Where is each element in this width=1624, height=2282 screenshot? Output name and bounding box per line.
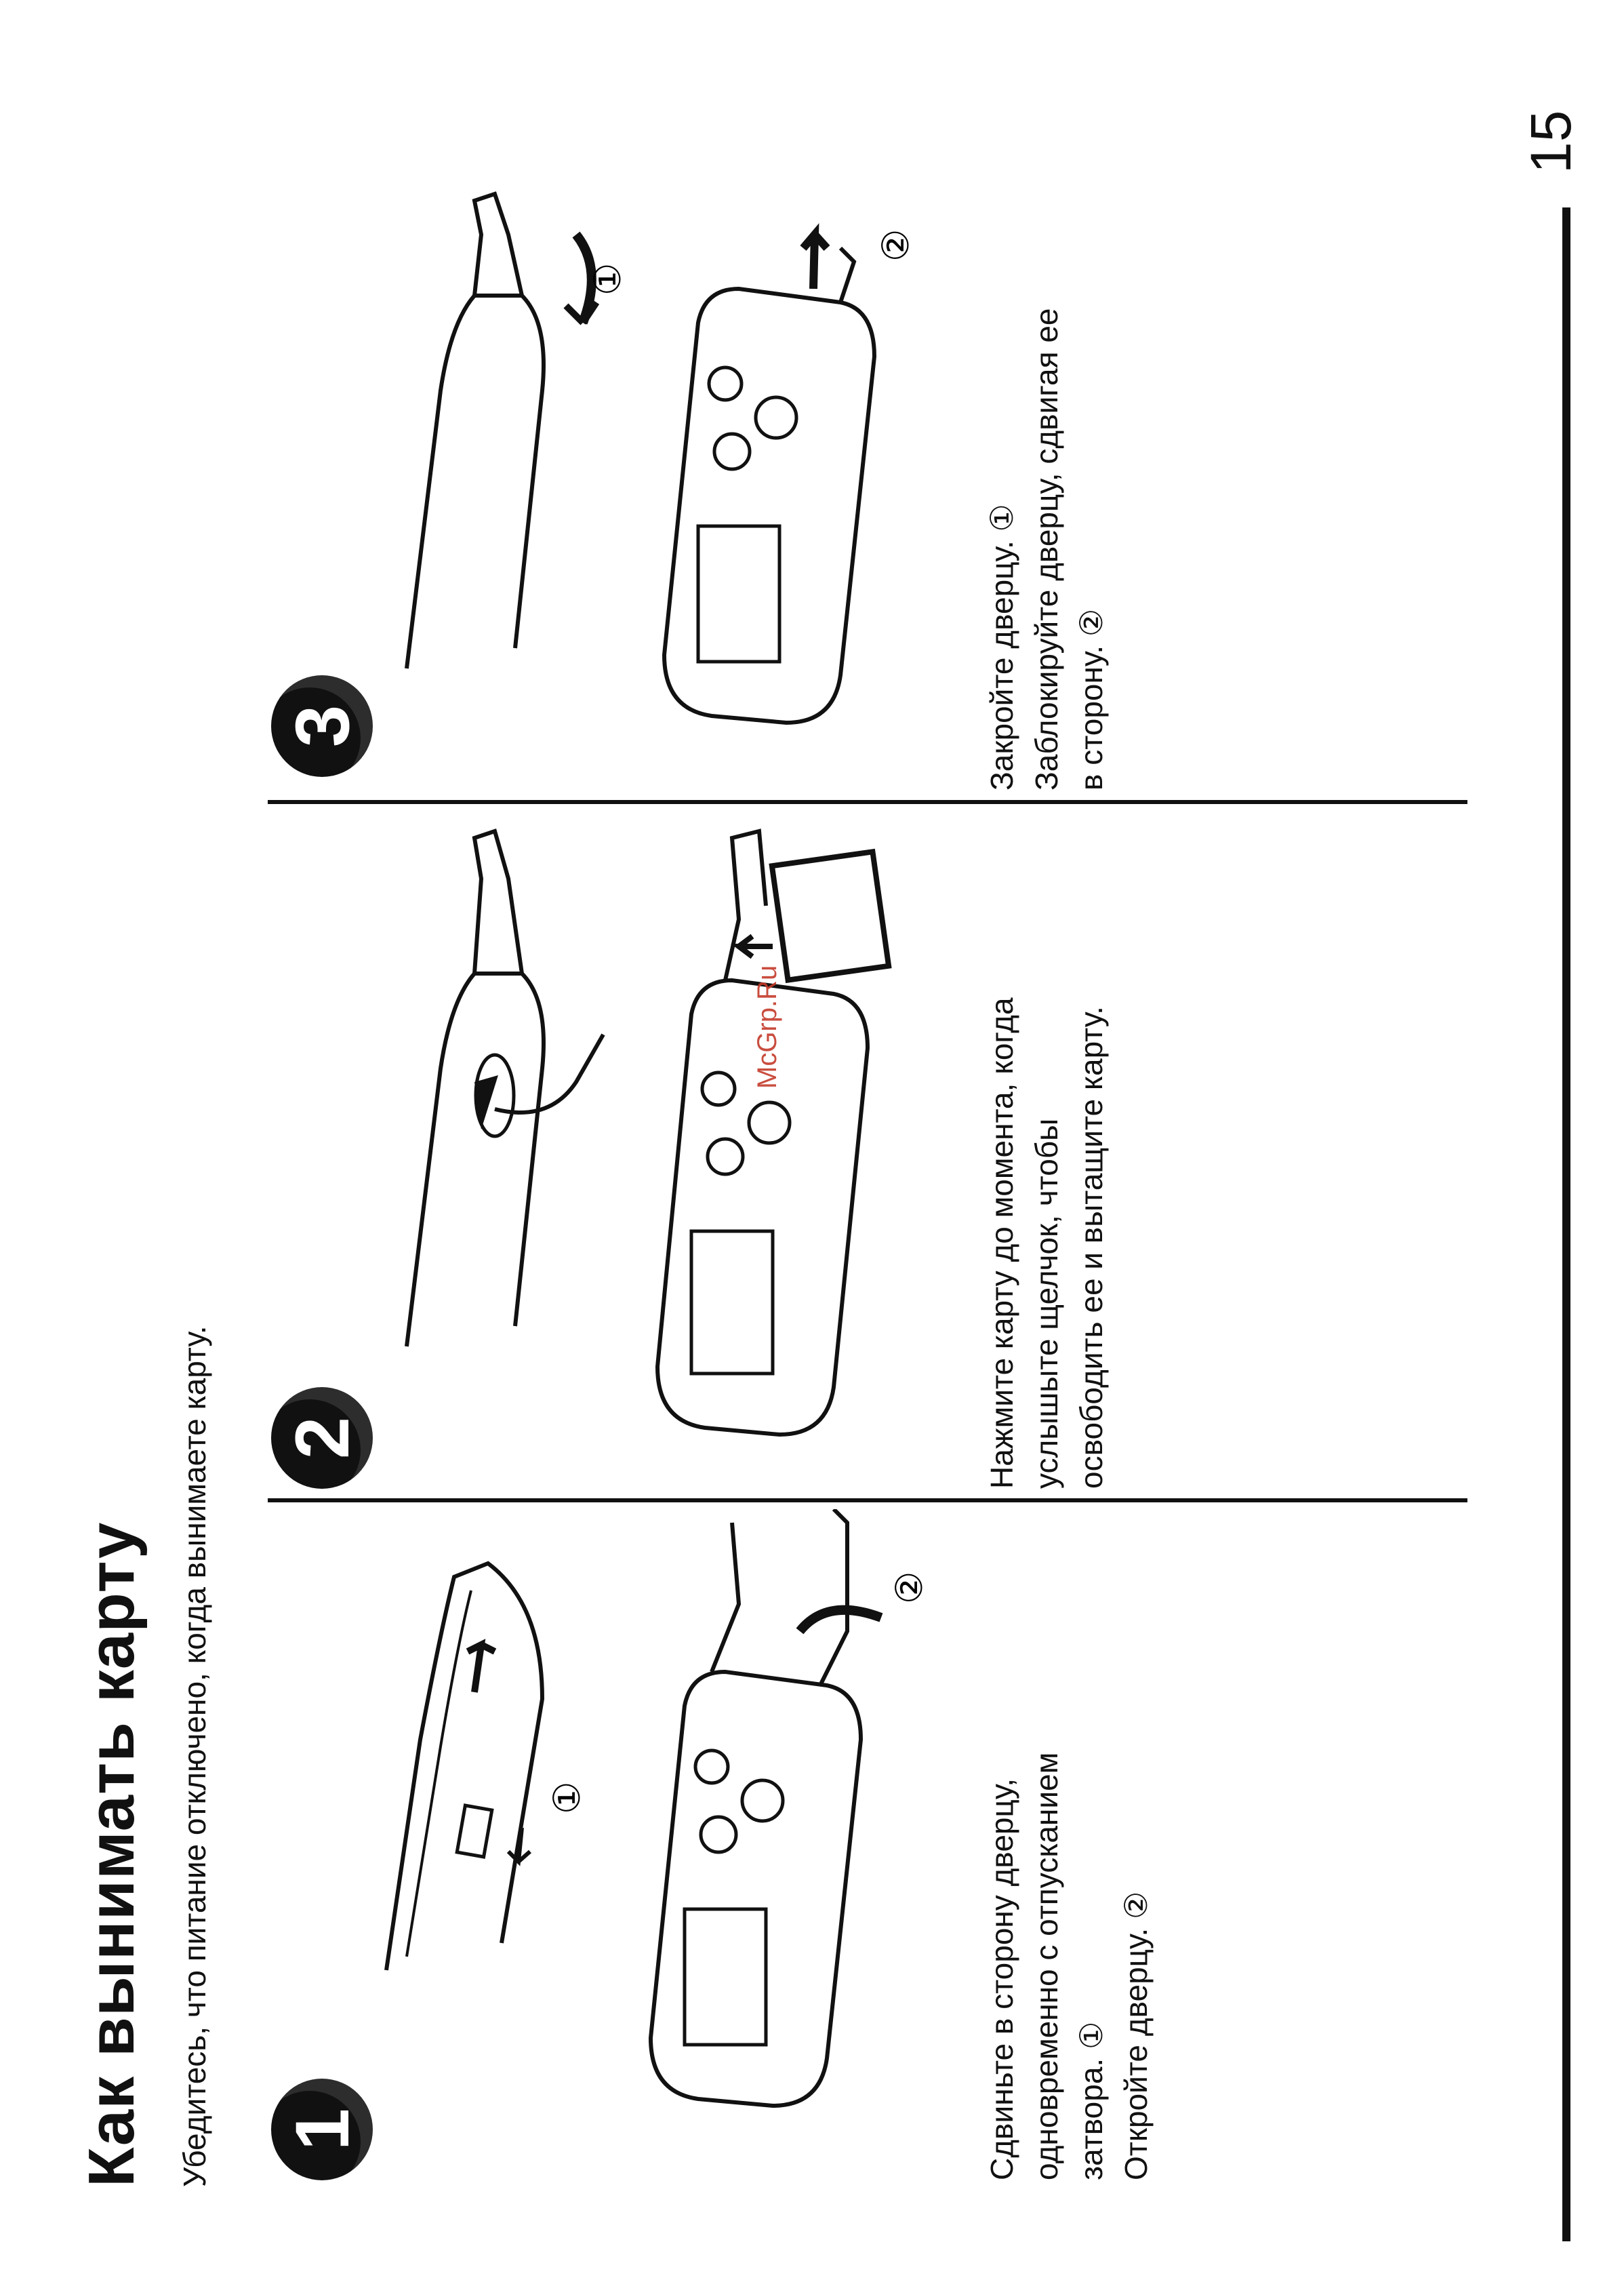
recorder-close-door-drawing: ① (405, 191, 624, 669)
step-3-badge: 3 (271, 675, 373, 777)
page-subtitle: Убедитесь, что питание отключено, когда … (177, 1325, 212, 2187)
recorder-slide-door-drawing: ① (384, 1561, 588, 1971)
step-3-marker-1: ① (586, 263, 624, 296)
step-1-marker-1: ① (546, 1782, 588, 1814)
step-3-illustration-lock: ② (637, 180, 922, 736)
step-3-caption-line-2: Заблокируйте дверцу, сдвигая ее (1029, 308, 1064, 791)
step-1-caption-line-1: Сдвиньте в сторону дверцу, (984, 1778, 1019, 2180)
step-divider-1-2 (268, 1498, 1467, 1502)
step-3-caption: Закройте дверцу. ① Заблокируйте дверцу, … (979, 308, 1114, 791)
page-title: Как вынимать карту (75, 1521, 148, 2187)
step-1-illustration-open: ② (624, 1509, 929, 2119)
step-3-marker-2: ② (874, 229, 917, 262)
recorder-open-door-drawing: ② (648, 1509, 929, 2108)
step-1-caption-line-3: затвора. ① (1074, 2021, 1109, 2180)
step-2-illustration-remove (624, 824, 922, 1448)
step-1-illustration-slide: ① (380, 1536, 596, 1984)
step-3-caption-line-3: в сторону. ② (1074, 608, 1109, 790)
recorder-lock-door-drawing: ② (662, 223, 917, 725)
step-1-badge: 1 (271, 2079, 373, 2180)
step-2-caption-line-3: освободить ее и вытащите карту. (1074, 1006, 1109, 1489)
page-footer-rule (1562, 207, 1570, 2241)
step-2-caption-line-2: услышыте щелчок, чтобы (1029, 1118, 1064, 1489)
card-removal-drawing (655, 828, 892, 1437)
page-number: 15 (1519, 110, 1583, 174)
step-1-marker-2: ② (888, 1572, 929, 1604)
step-2-badge: 2 (271, 1387, 373, 1489)
step-3-illustration-close: ① (380, 187, 624, 675)
step-2-illustration-press (380, 824, 610, 1353)
finger-press-card-drawing (405, 828, 605, 1347)
step-2-caption-line-1: Нажмите карту до момента, когда (984, 997, 1019, 1489)
step-2-caption: Нажмите карту до момента, когда услышыте… (979, 997, 1114, 1489)
watermark-text: McGrp.Ru (752, 965, 782, 1089)
step-3-caption-line-1: Закройте дверцу. ① (984, 504, 1019, 790)
step-1-caption-line-2: одновременно с отпусканием (1029, 1752, 1064, 2180)
step-1-caption-line-4: Откройте дверцу. ② (1118, 1891, 1154, 2180)
step-1-caption: Сдвиньте в сторону дверцу, одновременно … (979, 1753, 1158, 2180)
step-divider-2-3 (268, 800, 1467, 804)
